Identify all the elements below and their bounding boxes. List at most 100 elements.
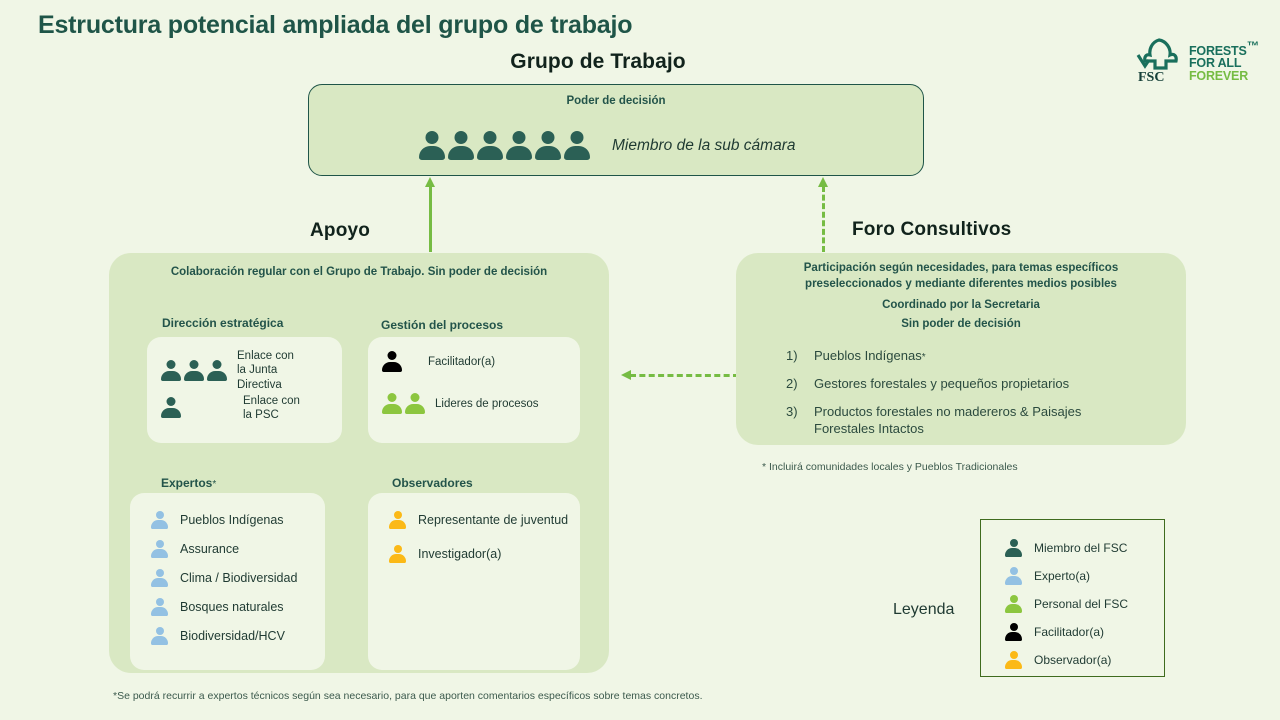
foro-list-item-label: Productos forestales no madereros & Pais… [814, 404, 1082, 436]
observer-item-label: Representante de juventud [418, 512, 569, 527]
foro-panel: Participación según necesidades, para te… [736, 253, 1186, 445]
person-icon [151, 540, 168, 559]
person-icon [419, 131, 445, 161]
person-icon [1005, 567, 1022, 586]
expert-item-label: Assurance [180, 541, 240, 556]
expert-item-label: Biodiversidad/HCV [180, 628, 285, 643]
person-icon [207, 359, 227, 382]
foro-footnote: * Incluirá comunidades locales y Pueblos… [762, 461, 1018, 473]
person-icon [151, 569, 168, 588]
foro-list-item-number: 2) [786, 376, 798, 391]
person-icon [382, 351, 402, 373]
fsc-line-3: FOREVER [1189, 68, 1249, 83]
person-icon [389, 511, 406, 530]
strategic-row-psc-label: Enlace con la PSC [243, 395, 300, 422]
strategic-row-psc: Enlace con la PSC [161, 394, 309, 423]
process-management-heading: Gestión del procesos [381, 318, 504, 332]
foro-list-item-text: Pueblos Indígenas* [814, 348, 926, 365]
page-title: Estructura potencial ampliada del grupo … [38, 11, 633, 39]
experts-box: Pueblos Indígenas Assurance Clima / Biod… [130, 493, 325, 670]
working-group-caption: Poder de decisión [566, 95, 666, 107]
foro-to-apoyo-arrow [621, 368, 739, 382]
person-icon [1005, 651, 1022, 670]
legend-item-expert: Experto(a) [1005, 567, 1090, 586]
working-group-member-label: Miembro de la sub cámara [612, 137, 796, 154]
person-icon [151, 511, 168, 530]
experts-heading-text: Expertos [161, 476, 213, 490]
expert-item-label: Clima / Biodiversidad [180, 570, 298, 585]
legend-label: Leyenda [893, 601, 955, 618]
fsc-logo: FSC FORESTS™ FOR ALL FOREVER [1133, 36, 1261, 84]
expert-item: Assurance [151, 540, 239, 559]
foro-heading: Foro Consultivos [852, 219, 1012, 240]
foro-list-item-label: Gestores forestales y pequeños propietar… [814, 376, 1070, 391]
foro-list-item: 1) Pueblos Indígenas* [786, 348, 1156, 365]
process-row-facilitator: Facilitador(a) [382, 351, 495, 373]
expert-item: Pueblos Indígenas [151, 511, 284, 530]
strategic-direction-heading: Dirección estratégica [162, 316, 284, 330]
person-icon [151, 627, 168, 646]
foro-caption-2: Coordinado por la Secretaria [882, 299, 1040, 311]
foro-list-item-text: Productos forestales no madereros & Pais… [814, 404, 1126, 437]
person-icon [1005, 623, 1022, 642]
person-icon [405, 393, 425, 415]
foro-list-item-text: Gestores forestales y pequeños propietar… [814, 376, 1069, 393]
apoyo-heading: Apoyo [310, 220, 371, 241]
expert-item: Bosques naturales [151, 598, 284, 617]
person-icon [535, 131, 561, 161]
process-management-box: Facilitador(a) Lideres de procesos [368, 337, 580, 443]
legend-item-fsc-member: Miembro del FSC [1005, 539, 1127, 558]
person-icon [161, 359, 181, 382]
apoyo-panel: Colaboración regular con el Grupo de Tra… [109, 253, 609, 673]
fsc-tree-checkmark-icon: FSC [1133, 37, 1183, 83]
strategic-row-junta: Enlace con la Junta Directiva [161, 349, 303, 392]
fsc-line-1: FORESTS™ [1189, 38, 1260, 58]
observers-heading: Observadores [392, 476, 473, 490]
person-icon [506, 131, 532, 161]
strategic-direction-box: Enlace con la Junta Directiva Enlace con… [147, 337, 342, 443]
person-icon [1005, 539, 1022, 558]
foro-list-item: 2) Gestores forestales y pequeños propie… [786, 376, 1156, 393]
person-icon [151, 598, 168, 617]
strategic-row-junta-icons [161, 359, 227, 382]
fsc-wordmark: FORESTS™ FOR ALL FOREVER [1189, 38, 1259, 83]
person-icon [389, 545, 406, 564]
foro-caption-3: Sin poder de decisión [901, 318, 1021, 330]
legend-item-label: Miembro del FSC [1034, 541, 1128, 555]
person-icon [382, 393, 402, 415]
process-row-leaders: Lideres de procesos [382, 393, 539, 415]
legend-item-observer: Observador(a) [1005, 651, 1111, 670]
foro-list-item-number: 1) [786, 348, 798, 363]
legend-item-fsc-staff: Personal del FSC [1005, 595, 1128, 614]
legend-item-label: Personal del FSC [1034, 597, 1129, 611]
process-row-leaders-icons [382, 393, 425, 415]
foro-list-item-asterisk: * [921, 352, 926, 363]
observer-item: Investigador(a) [389, 545, 501, 564]
expert-item-label: Pueblos Indígenas [180, 512, 284, 527]
expert-item: Biodiversidad/HCV [151, 627, 285, 646]
working-group-member-icons [419, 131, 590, 161]
working-group-box: Poder de decisión Miembro de la sub cáma… [308, 84, 924, 176]
person-icon [1005, 595, 1022, 614]
legend-item-label: Experto(a) [1034, 569, 1091, 583]
strategic-row-psc-icons [161, 397, 181, 419]
trademark-symbol: ™ [1246, 38, 1260, 53]
page-footnote: *Se podrá recurrir a expertos técnicos s… [113, 690, 703, 702]
foro-list-item: 3) Productos forestales no madereros & P… [786, 404, 1126, 437]
foro-to-working-group-arrow [816, 177, 830, 252]
experts-heading: Expertos* [161, 476, 216, 490]
process-row-facilitator-label: Facilitador(a) [428, 355, 496, 368]
legend-item-label: Facilitador(a) [1034, 625, 1105, 639]
experts-heading-asterisk: * [212, 479, 217, 490]
person-icon [564, 131, 590, 161]
apoyo-to-working-group-arrow [423, 177, 437, 252]
legend-item-facilitator: Facilitador(a) [1005, 623, 1104, 642]
fsc-line-2: FOR ALL [1189, 56, 1242, 71]
legend-item-label: Observador(a) [1034, 653, 1112, 667]
expert-item: Clima / Biodiversidad [151, 569, 297, 588]
strategic-row-junta-label: Enlace con la Junta Directiva [237, 350, 294, 391]
person-icon [477, 131, 503, 161]
expert-item-label: Bosques naturales [180, 599, 284, 614]
person-icon [161, 397, 181, 419]
